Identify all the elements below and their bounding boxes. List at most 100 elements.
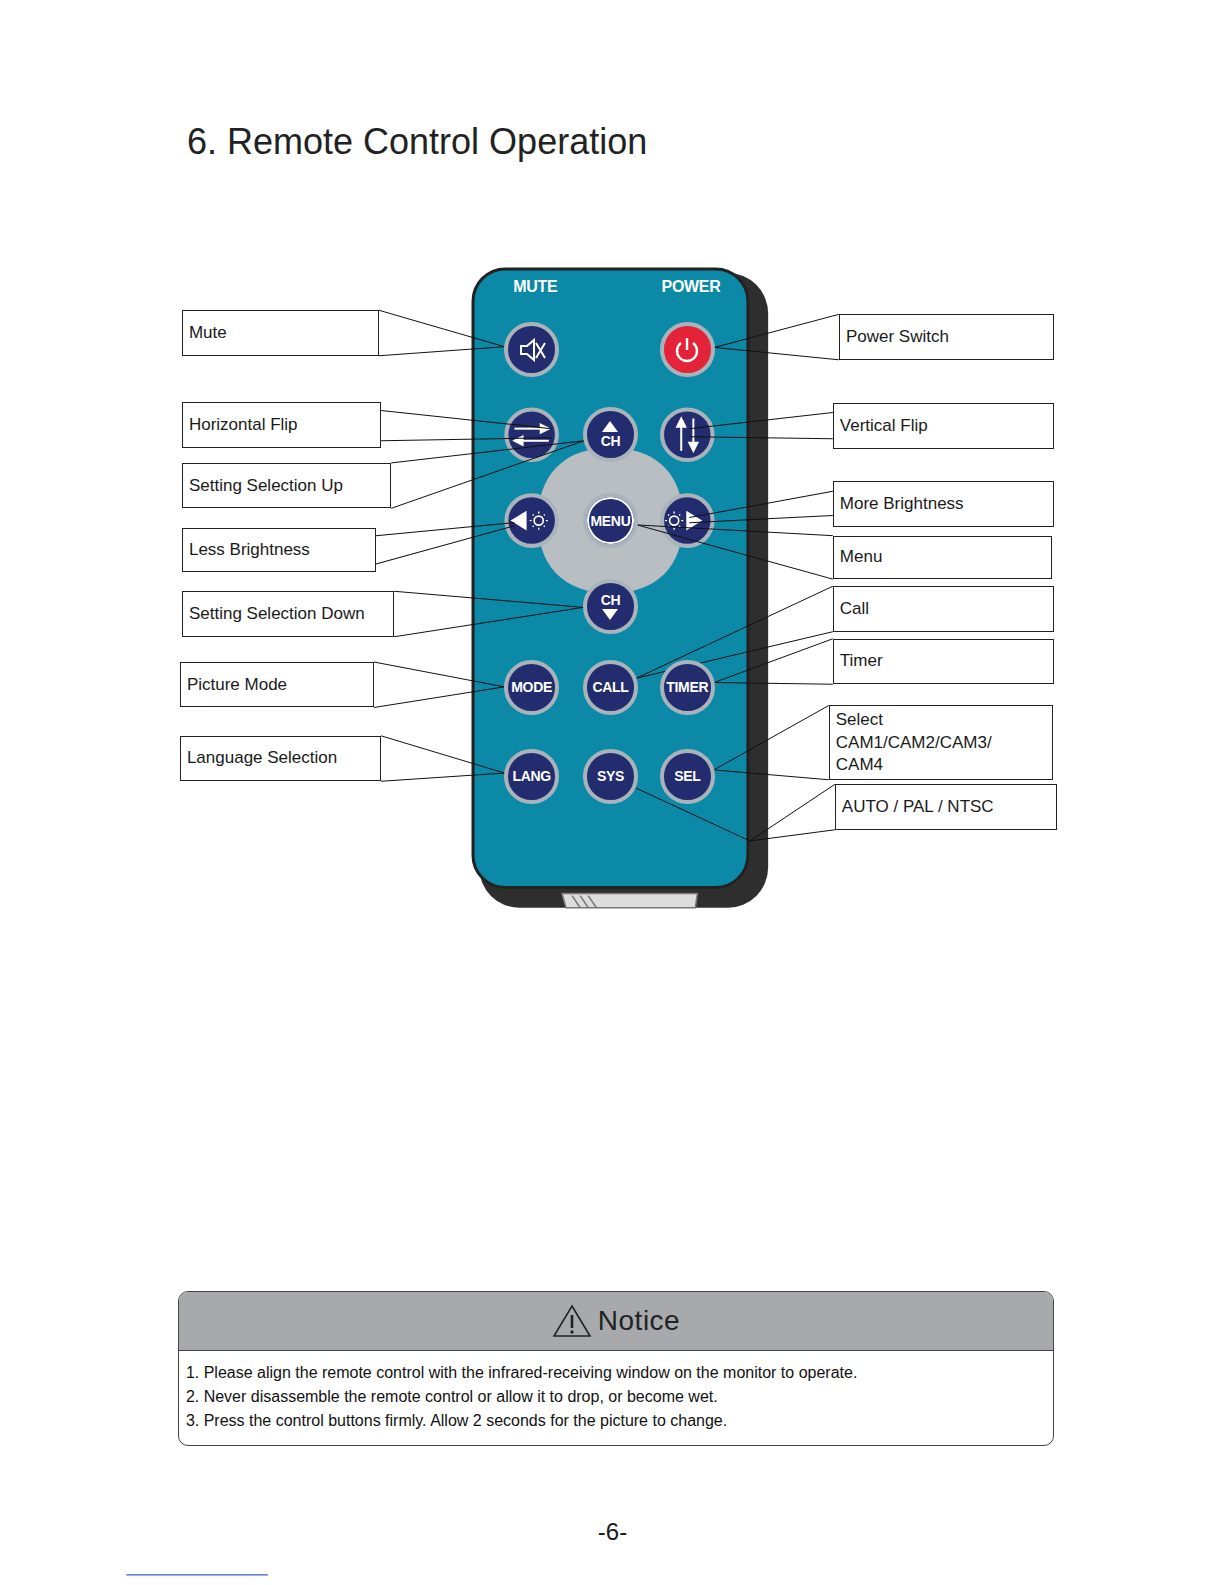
callout-box: Picture Mode <box>180 662 374 707</box>
button-text: TIMER <box>666 680 708 694</box>
drawing-part <box>512 513 525 529</box>
callout-text: Setting Selection Down <box>189 603 365 625</box>
button-label: POWER <box>644 278 738 296</box>
drawing-part <box>572 896 596 908</box>
ch-arrow <box>602 421 618 432</box>
remote-button: SYS <box>583 749 638 804</box>
callout-box: More Brightness <box>833 481 1054 526</box>
drawing-part <box>662 409 713 460</box>
remote-button: CH <box>583 407 638 462</box>
drawing-part <box>692 419 694 445</box>
arrow-shape <box>602 609 618 620</box>
callout-box: Mute <box>182 310 379 355</box>
callout-box: Less Brightness <box>182 528 376 572</box>
drawing-part <box>381 410 552 440</box>
drawing-part <box>677 419 685 427</box>
arrow-shape <box>602 421 618 432</box>
button-text: MODE <box>511 680 552 694</box>
button-text: CH <box>601 593 621 607</box>
remote-button: MUTE <box>504 322 559 377</box>
button-icons <box>512 419 700 530</box>
remote-button: SEL <box>660 749 715 804</box>
drawing-part <box>534 516 543 525</box>
callout-text: Vertical Flip <box>840 415 928 437</box>
callout-box: Setting Selection Down <box>182 591 394 636</box>
button-text: LANG <box>512 769 550 783</box>
callout-box: Language Selection <box>180 736 381 781</box>
leader-lines <box>376 410 833 564</box>
callout-box: AUTO / PAL / NTSC <box>835 784 1057 829</box>
callout-box: Horizontal Flip <box>182 402 381 447</box>
leader-line <box>374 662 504 707</box>
callout-box: Power Switch <box>839 314 1054 359</box>
leader-line <box>637 525 832 579</box>
notice-item: 2. Never disassemble the remote control … <box>186 1385 1046 1409</box>
button-text: SYS <box>597 769 624 783</box>
notice-item: 1. Please align the remote control with … <box>186 1361 1046 1385</box>
warning-icon <box>552 1304 592 1338</box>
remote-button: MODE <box>504 660 559 715</box>
drawing-part <box>506 495 557 546</box>
button-text: MENU <box>590 514 630 528</box>
drawing-part <box>562 894 697 908</box>
drawing-part <box>680 425 682 451</box>
remote-button: TIMER <box>660 660 715 715</box>
remote-button: MENU <box>583 493 638 548</box>
callout-text: Mute <box>189 322 227 344</box>
leader-line <box>714 314 838 359</box>
leader-line <box>394 591 583 636</box>
link-underline <box>126 1574 268 1575</box>
drawing-part <box>689 491 833 522</box>
notice-title: Notice <box>598 1305 680 1337</box>
drawing-part <box>530 512 548 530</box>
speaker <box>521 340 534 360</box>
callout-text: Picture Mode <box>187 674 287 696</box>
callout-box: Vertical Flip <box>833 403 1054 448</box>
notice-box: Notice 1. Please align the remote control… <box>178 1291 1054 1446</box>
warning-dot <box>570 1330 573 1333</box>
drawing-part <box>670 516 679 525</box>
button-text: CALL <box>592 680 628 694</box>
icon-buttons <box>506 409 712 545</box>
notice-item: 3. Press the control buttons firmly. All… <box>186 1409 1046 1433</box>
drawing-part <box>687 513 700 529</box>
mute-icon <box>516 334 548 366</box>
leader-line <box>714 705 829 779</box>
leader-line <box>379 310 505 355</box>
mute-cross <box>536 343 545 358</box>
power-icon <box>671 334 703 366</box>
remote-button: POWER <box>660 322 715 377</box>
callout-text: Select CAM1/CAM2/CAM3/ CAM4 <box>836 709 1040 775</box>
notice-body: 1. Please align the remote control with … <box>179 1351 1053 1433</box>
power-bar <box>686 338 688 350</box>
drawing-part <box>376 523 514 564</box>
leader-line <box>391 441 584 509</box>
notice-header: Notice <box>179 1292 1053 1351</box>
button-text: SEL <box>674 769 700 783</box>
callout-box: Menu <box>833 536 1052 579</box>
leader-line <box>381 736 504 781</box>
button-text: CH <box>601 434 621 448</box>
callout-box: Setting Selection Up <box>182 463 391 508</box>
callout-box: Call <box>833 586 1054 631</box>
callout-text: Setting Selection Up <box>189 475 343 497</box>
remote-button: CH <box>583 579 638 634</box>
callout-text: Less Brightness <box>189 539 310 561</box>
callout-text: Timer <box>840 650 883 672</box>
callout-text: Horizontal Flip <box>189 414 298 436</box>
battery-stub <box>562 894 697 908</box>
remote-button: LANG <box>504 749 559 804</box>
page-title: 6. Remote Control Operation <box>187 121 647 163</box>
callout-text: Menu <box>840 546 883 568</box>
callout-text: More Brightness <box>840 493 964 515</box>
leader-line <box>714 639 833 684</box>
drawing-part <box>689 412 833 438</box>
callout-text: AUTO / PAL / NTSC <box>842 796 994 818</box>
remote-button: CALL <box>583 660 638 715</box>
page-number: -6- <box>552 1518 673 1546</box>
drawing-part <box>689 443 697 451</box>
button-label: MUTE <box>488 278 582 296</box>
warning-triangle <box>554 1306 590 1336</box>
callout-text: Power Switch <box>846 326 949 348</box>
